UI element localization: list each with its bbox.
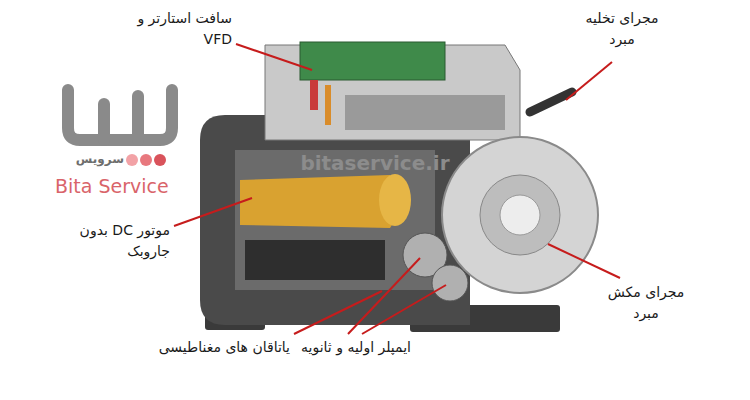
logo-text: Bita Service (55, 172, 195, 201)
circuit-board (300, 42, 445, 80)
motor-base (245, 240, 385, 280)
wire (325, 85, 331, 125)
watermark: bitaservice.ir (270, 148, 480, 178)
volute (480, 175, 560, 255)
part-label: مجرای تخلیه مبرد (572, 8, 672, 50)
part-label: موتور DC بدون جاروبک (70, 220, 170, 262)
logo-dot (140, 154, 152, 166)
motor-rotor (379, 174, 411, 226)
electronics-box (345, 95, 505, 130)
logo-glyph (68, 90, 172, 140)
leader-line (174, 44, 620, 334)
part-label: ایمپلر اولیه و ثانویه (296, 337, 416, 358)
wire (310, 80, 318, 110)
logo-text: سرویس (60, 150, 124, 168)
suction-port (500, 195, 540, 235)
logo-dot (126, 154, 138, 166)
part-label: سافت استارتر و VFD (128, 8, 232, 50)
impeller (432, 265, 468, 301)
logo-dot (154, 154, 166, 166)
part-label: یاتاقان های مغناطیسی (110, 337, 290, 358)
part-label: مجرای مکش مبرد (596, 282, 696, 324)
volute (442, 137, 598, 293)
discharge-pipe (530, 92, 572, 112)
motor-rotor (240, 175, 400, 228)
